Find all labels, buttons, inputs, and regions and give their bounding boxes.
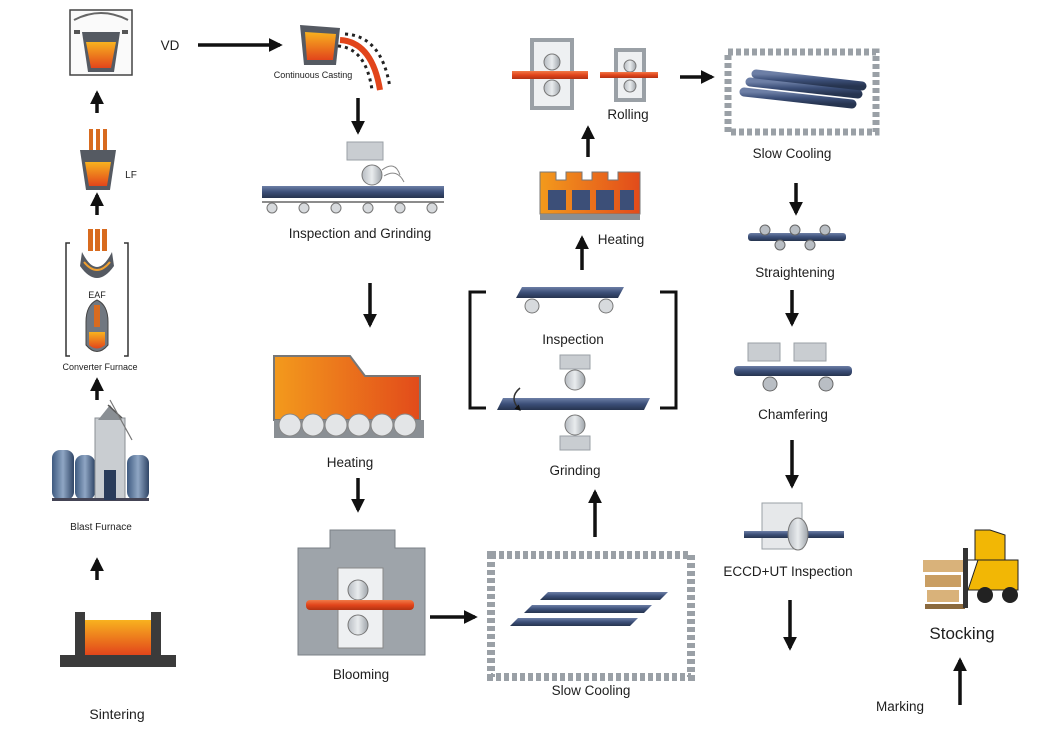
blast-furnace-icon (52, 399, 149, 501)
slow-cooling-pit-icon (724, 48, 880, 136)
straightening-label: Straightening (755, 265, 835, 280)
rolling-label: Rolling (607, 107, 649, 122)
inspection-station-icon (516, 287, 624, 314)
slow-cooling-label-2: Slow Cooling (752, 146, 832, 161)
continuous-casting-label: Continuous Casting (273, 70, 353, 80)
stocking-label: Stocking (929, 624, 995, 643)
heating-furnace-icon (273, 355, 424, 438)
reheating-furnace-icon (539, 171, 641, 220)
eccd-ut-inspection-icon (744, 502, 844, 551)
grinding-station-icon (497, 354, 650, 451)
blooming-mill-icon (297, 529, 426, 656)
slow-cooling-bed-icon (487, 551, 695, 681)
converter-furnace-label: Converter Furnace (62, 362, 138, 372)
heating-label: Heating (326, 455, 374, 470)
inspection-grinding-label: Inspection and Grinding (288, 226, 432, 241)
chamfering-label: Chamfering (758, 407, 828, 422)
heating-label-2: Heating (597, 232, 645, 247)
sintering-label: Sintering (89, 706, 145, 722)
vd-icon (69, 9, 133, 76)
lf-label: LF (125, 170, 137, 181)
slow-cooling-label-1: Slow Cooling (551, 683, 631, 698)
marking-bundle-icon (742, 672, 860, 716)
vd-label: VD (160, 38, 180, 53)
lf-icon (80, 129, 116, 190)
eccd-ut-label: ECCD+UT Inspection (723, 564, 853, 579)
flow-arrows (90, 38, 967, 705)
straightening-icon (748, 224, 846, 251)
forklift-stocking-icon (923, 529, 1019, 609)
rolling-mill-icon (512, 38, 658, 110)
converter-eaf-icon (65, 229, 129, 357)
marking-label: Marking (875, 699, 925, 714)
inspection-label: Inspection (542, 332, 604, 347)
continuous-casting-icon (300, 25, 392, 91)
blooming-label: Blooming (332, 667, 390, 682)
chamfering-icon (734, 342, 852, 392)
inspection-grinding-icon (262, 141, 444, 214)
sintering-icon (60, 612, 176, 667)
grinding-inspection-loop (468, 290, 678, 410)
blast-furnace-label: Blast Furnace (70, 522, 132, 533)
eaf-label: EAF (88, 290, 106, 300)
grinding-label: Grinding (549, 463, 601, 478)
